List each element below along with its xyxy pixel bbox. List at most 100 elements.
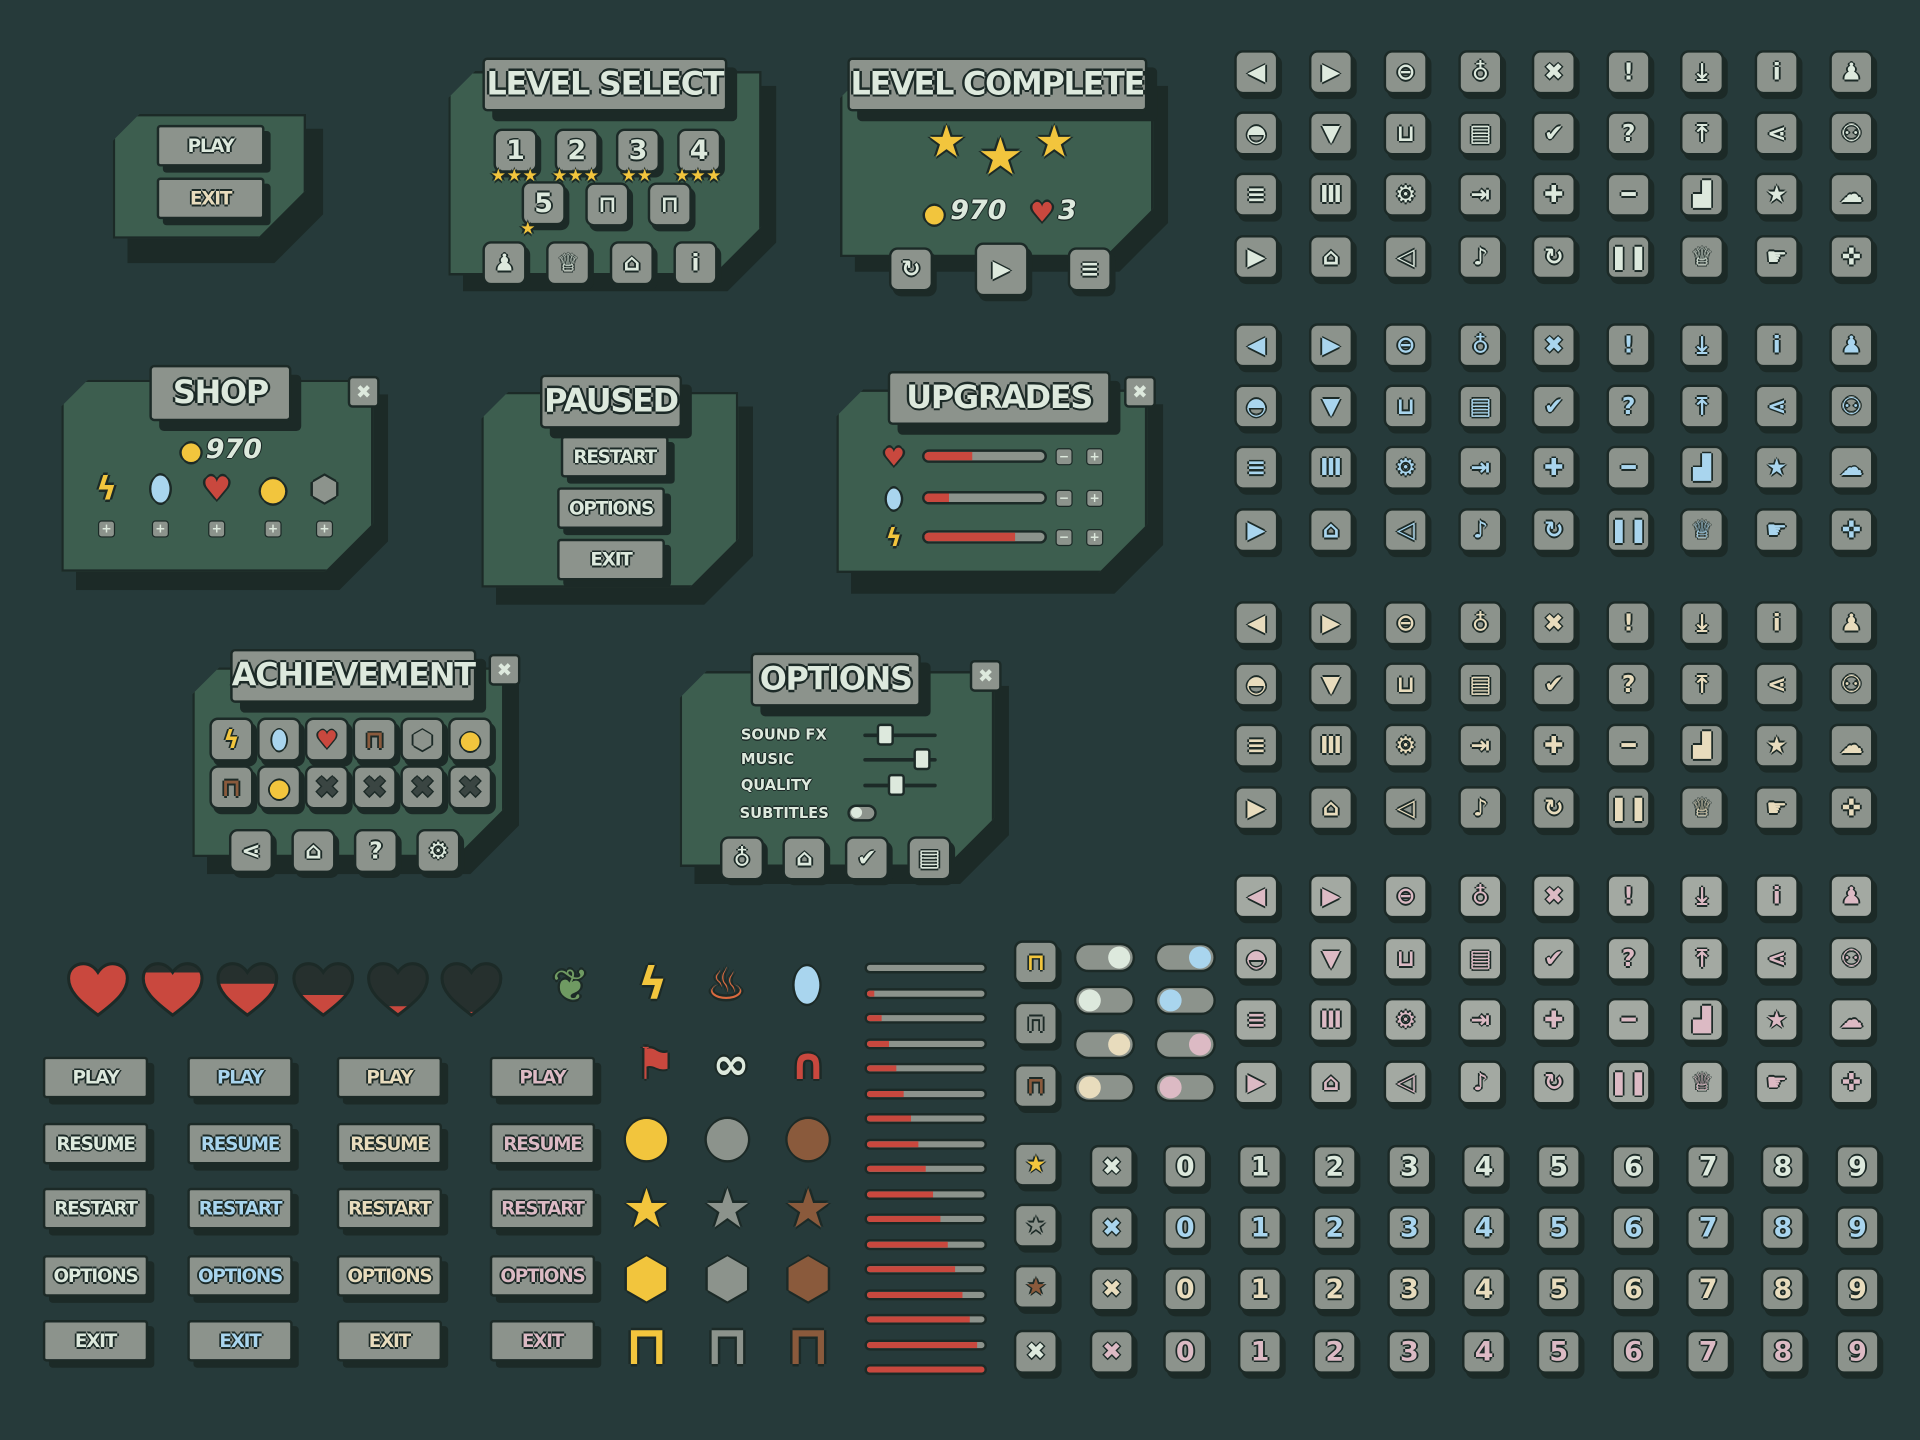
play-tile[interactable]: ▶ <box>1234 786 1279 831</box>
options-button[interactable]: OPTIONS <box>187 1255 293 1297</box>
x-tile[interactable]: ✖ <box>1089 1267 1134 1312</box>
exit-door-tile[interactable]: ⇥ <box>1458 723 1503 768</box>
sd-card-tile[interactable]: ▤ <box>1458 662 1503 707</box>
minus-circle-tile[interactable]: ⊖ <box>1383 323 1428 368</box>
toggle-switch[interactable] <box>1154 985 1216 1016</box>
question-tile[interactable]: ? <box>1606 384 1651 429</box>
home-tile[interactable]: ⌂ <box>782 836 827 881</box>
share-tile[interactable]: ⋖ <box>1754 936 1799 981</box>
info-tile[interactable]: i <box>1754 601 1799 646</box>
level-2-button[interactable]: 2 <box>554 128 599 173</box>
home-tile[interactable]: ⌂ <box>1308 508 1354 553</box>
star-gold-tile[interactable]: ★ <box>1013 1142 1058 1187</box>
digit-2[interactable]: 2 <box>1312 1267 1357 1312</box>
gamepad-tile[interactable]: ✜ <box>1829 1060 1874 1105</box>
speaker-tile[interactable]: ◁ <box>1383 235 1428 280</box>
star-tile[interactable]: ★ <box>1754 997 1799 1043</box>
shield-tile[interactable]: ▼ <box>1308 662 1354 707</box>
digit-1[interactable]: 1 <box>1237 1144 1283 1189</box>
restart-button[interactable]: RESTART <box>560 435 669 478</box>
check-tile[interactable]: ✔ <box>1531 111 1576 156</box>
gear-tile[interactable]: ⚙ <box>1383 723 1428 768</box>
digit-3[interactable]: 3 <box>1387 1329 1432 1374</box>
plus-button[interactable]: + <box>264 520 282 538</box>
level-5-button[interactable]: 5 <box>521 181 566 226</box>
lightbulb-tile[interactable]: ♁ <box>720 836 765 881</box>
basket-tile[interactable]: ⊔ <box>1383 111 1428 156</box>
digit-4[interactable]: 4 <box>1462 1329 1507 1374</box>
gear-tile[interactable]: ⚙ <box>1383 445 1428 490</box>
close-button[interactable]: ✖ <box>347 375 380 408</box>
play-button[interactable]: PLAY <box>42 1056 149 1099</box>
exit-door-tile[interactable]: ⇥ <box>1458 172 1503 217</box>
music-tile[interactable]: ♪ <box>1458 235 1503 280</box>
exit-door-tile[interactable]: ⇥ <box>1458 997 1503 1043</box>
digit-5[interactable]: 5 <box>1536 1144 1581 1189</box>
download-tile[interactable]: ⤓ <box>1680 601 1725 646</box>
lock-tile[interactable]: ⊓ <box>647 182 692 227</box>
gear-tile[interactable]: ⚙ <box>416 828 461 874</box>
x-tile[interactable]: ✖ <box>1089 1144 1134 1189</box>
plus-tile[interactable]: ✚ <box>1531 445 1576 490</box>
check-tile[interactable]: ✔ <box>1531 384 1576 429</box>
info-tile[interactable]: i <box>1754 874 1799 919</box>
digit-1[interactable]: 1 <box>1237 1267 1283 1312</box>
columns-tile[interactable]: Ⅲ <box>1308 723 1354 768</box>
options-button[interactable]: OPTIONS <box>557 487 665 529</box>
pause-tile[interactable]: ❚❚ <box>1606 508 1651 553</box>
gamepad-tile[interactable]: ✜ <box>1829 508 1874 553</box>
digit-8[interactable]: 8 <box>1760 1329 1805 1374</box>
home-tile[interactable]: ⌂ <box>609 241 654 286</box>
plus-tile[interactable]: ✚ <box>1531 172 1576 217</box>
users-tile[interactable]: ⚇ <box>1829 936 1874 981</box>
restart-tile[interactable]: ↻ <box>1531 235 1576 280</box>
hill-tile[interactable]: ◓ <box>1234 111 1279 156</box>
pause-tile[interactable]: ❚❚ <box>1606 235 1651 280</box>
level-1-button[interactable]: 1 <box>493 128 538 173</box>
question-tile[interactable]: ? <box>1606 111 1651 156</box>
close-button[interactable]: ✖ <box>488 653 521 686</box>
digit-0[interactable]: 0 <box>1163 1267 1208 1312</box>
columns-tile[interactable]: Ⅲ <box>1308 997 1354 1043</box>
restart-button[interactable]: RESTART <box>42 1187 149 1230</box>
play-button[interactable]: PLAY <box>187 1056 293 1099</box>
x-tile[interactable]: ✖ <box>1531 874 1576 919</box>
digit-7[interactable]: 7 <box>1686 1329 1731 1374</box>
basket-tile[interactable]: ⊔ <box>1383 936 1428 981</box>
home-tile[interactable]: ⌂ <box>1308 1060 1354 1105</box>
exclamation-tile[interactable]: ! <box>1606 601 1651 646</box>
digit-6[interactable]: 6 <box>1611 1267 1656 1312</box>
x-tile[interactable]: ✖ <box>1531 601 1576 646</box>
play-tile[interactable]: ▶ <box>1234 235 1279 280</box>
user-tile[interactable]: ♟ <box>482 241 527 286</box>
list-tile[interactable]: ≡ <box>1234 723 1279 768</box>
play-tile[interactable]: ▶ <box>974 242 1029 297</box>
subtitles-toggle[interactable] <box>847 804 877 822</box>
question-tile[interactable]: ? <box>353 828 398 874</box>
check-tile[interactable]: ✔ <box>844 836 889 881</box>
x-tile[interactable]: ✖ <box>1531 50 1576 95</box>
digit-7[interactable]: 7 <box>1686 1144 1731 1189</box>
x-tile[interactable]: ✖ <box>1089 1329 1134 1374</box>
list-tile[interactable]: ≡ <box>1234 172 1279 217</box>
upload-tile[interactable]: ⤒ <box>1680 111 1725 156</box>
exit-button[interactable]: EXIT <box>489 1320 596 1362</box>
arrow-right-tile[interactable]: ▶ <box>1308 874 1354 919</box>
digit-8[interactable]: 8 <box>1760 1144 1805 1189</box>
resume-button[interactable]: RESUME <box>187 1122 293 1165</box>
play-button[interactable]: PLAY <box>336 1056 443 1099</box>
arrow-right-tile[interactable]: ▶ <box>1308 601 1354 646</box>
digit-5[interactable]: 5 <box>1536 1267 1581 1312</box>
level-4-button[interactable]: 4 <box>677 128 722 173</box>
star-silver-tile[interactable]: ★ <box>1013 1203 1058 1248</box>
music-tile[interactable]: ♪ <box>1458 1060 1503 1105</box>
hill-tile[interactable]: ◓ <box>1234 384 1279 429</box>
cloud-tile[interactable]: ☁ <box>1829 723 1874 768</box>
exit-door-tile[interactable]: ⇥ <box>1458 445 1503 490</box>
check-tile[interactable]: ✔ <box>1531 936 1576 981</box>
speaker-tile[interactable]: ◁ <box>1383 786 1428 831</box>
exit-button[interactable]: EXIT <box>557 538 665 581</box>
cloud-tile[interactable]: ☁ <box>1829 997 1874 1043</box>
music-tile[interactable]: ♪ <box>1458 508 1503 553</box>
digit-9[interactable]: 9 <box>1835 1144 1880 1189</box>
